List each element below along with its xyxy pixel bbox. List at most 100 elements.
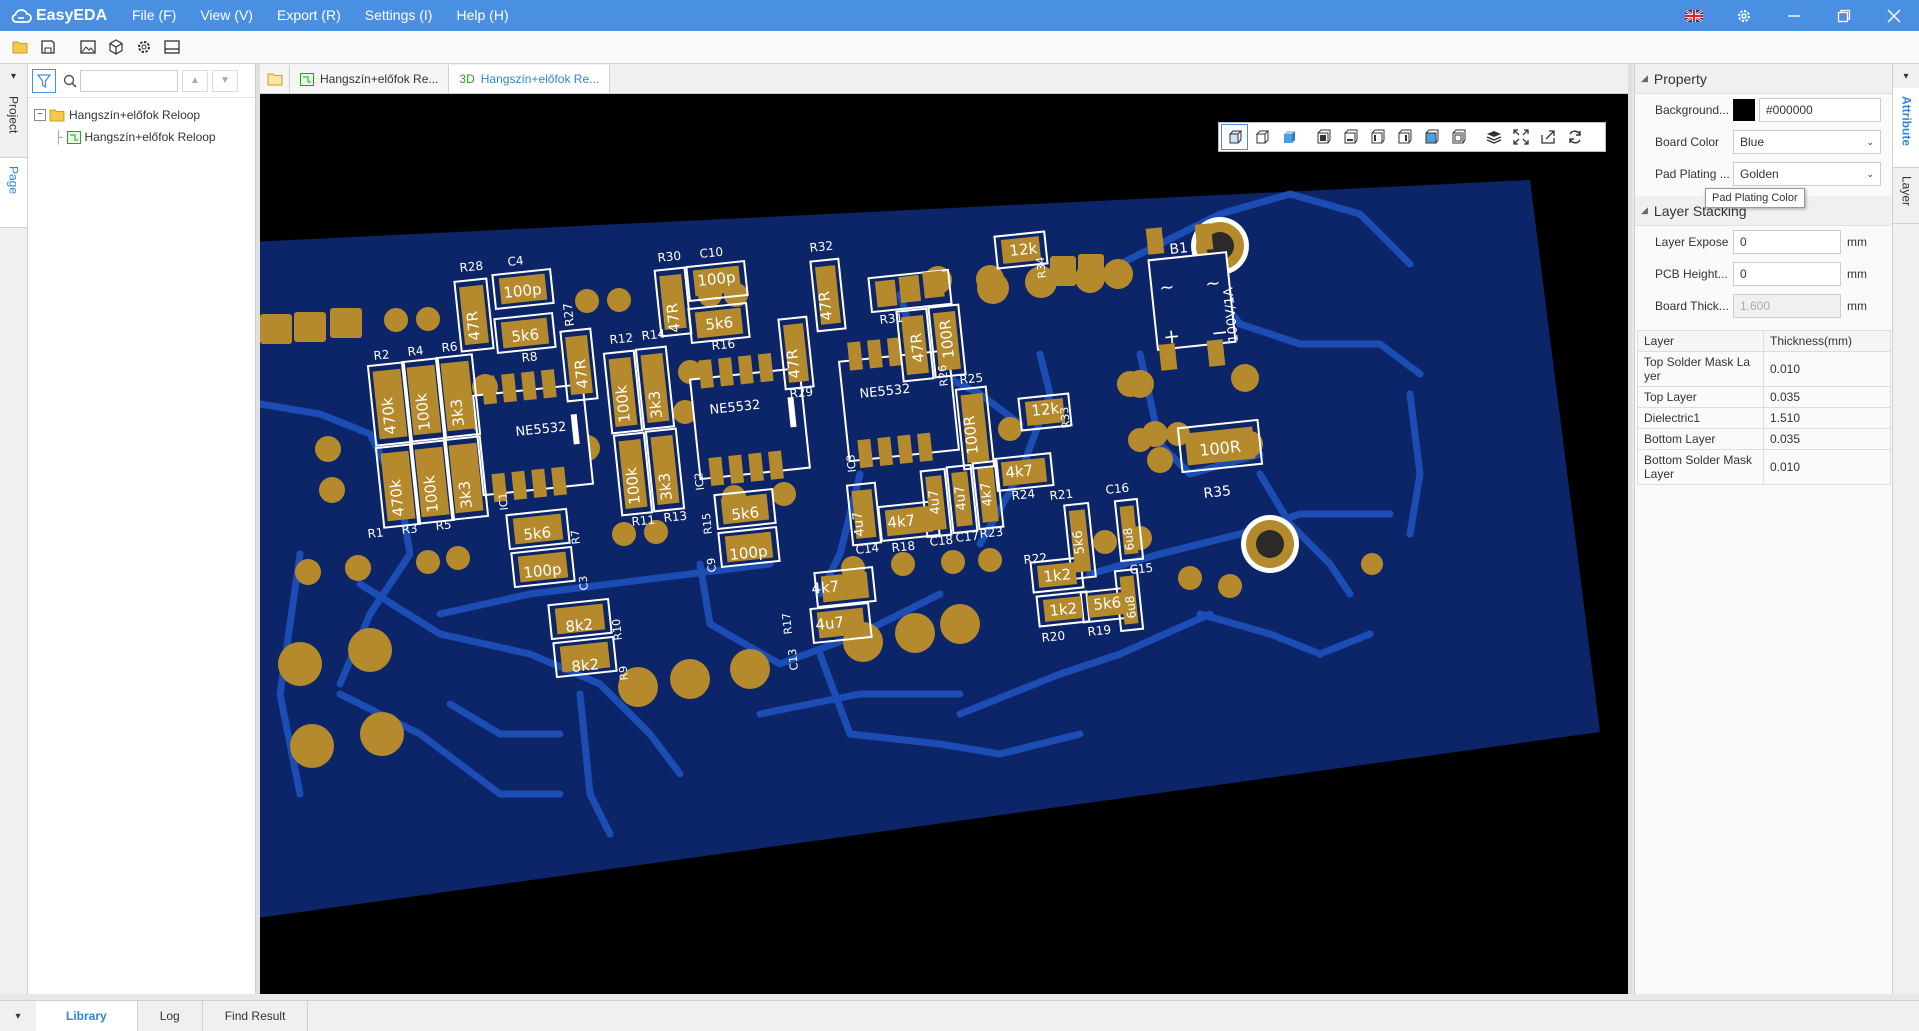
board-thick-input: 1.600 — [1733, 294, 1841, 318]
silk-label-v100r-b: 100R — [960, 415, 982, 456]
layer-expose-input[interactable]: 0 — [1733, 230, 1841, 254]
left-splitter[interactable] — [256, 64, 260, 994]
pcb-height-input[interactable]: 0 — [1733, 262, 1841, 286]
silk-label-r3: R3 — [401, 521, 418, 537]
gear-icon[interactable] — [1719, 0, 1769, 31]
fit-view-icon[interactable] — [1507, 124, 1534, 150]
tab-folder-icon[interactable] — [260, 65, 290, 93]
view-left-icon[interactable] — [1364, 124, 1391, 150]
silk-label-r6: R6 — [441, 339, 458, 355]
background-color-input[interactable]: #000000 — [1759, 98, 1881, 122]
refresh-icon[interactable] — [1561, 124, 1588, 150]
filter-icon[interactable] — [32, 68, 56, 93]
next-result-icon[interactable]: ▼ — [212, 69, 238, 92]
tree-child-item[interactable]: ├ Hangszín+előfok Reloop — [28, 126, 255, 148]
menu-help[interactable]: Help (H) — [456, 7, 509, 23]
page-search-input[interactable] — [80, 69, 178, 92]
export-image-icon[interactable] — [74, 34, 102, 60]
unit-label: mm — [1847, 235, 1867, 249]
tab-3d-view[interactable]: 3D Hangszín+előfok Re... — [449, 65, 611, 93]
layers-icon[interactable] — [1480, 124, 1507, 150]
close-icon[interactable] — [1869, 0, 1919, 31]
view-top-icon[interactable] — [1310, 124, 1337, 150]
silk-label-r9: R9 — [617, 665, 631, 681]
table-row: Top Layer 0.035 — [1637, 386, 1891, 408]
tab-pcb-document[interactable]: Hangszín+előfok Re... — [290, 65, 450, 93]
silk-label-v4u7-a: 4u7 — [815, 613, 845, 634]
pcb-3d-render[interactable]: R28C4R27R2R4R6R8470k100k3k3470k100k3k3R1… — [260, 94, 1628, 994]
background-color-swatch[interactable] — [1733, 99, 1755, 121]
property-section-header[interactable]: ◢ Property — [1635, 64, 1892, 94]
chevron-down-icon: ⌄ — [1866, 136, 1874, 147]
tab-library[interactable]: Library — [36, 1001, 138, 1031]
chevron-down-icon: ⌄ — [1866, 168, 1874, 179]
tree-root-item[interactable]: − Hangszín+előfok Reloop — [28, 104, 255, 126]
view-bottom-icon[interactable] — [1337, 124, 1364, 150]
silk-label-b1: B1 — [1169, 240, 1189, 258]
silk-label-v4u7-d: 4u7 — [952, 485, 970, 511]
property-panel: ◢ Property Background... #000000 Board C… — [1634, 64, 1892, 994]
tab-find-result[interactable]: Find Result — [203, 1001, 309, 1031]
silk-label-v1k2-a: 1k2 — [1043, 565, 1073, 586]
pad-plating-select[interactable]: Golden ⌄ — [1733, 162, 1881, 186]
unit-label: mm — [1847, 299, 1867, 313]
pin-icon[interactable]: ▾ — [10, 70, 17, 82]
silk-label-r22: R22 — [1023, 551, 1048, 567]
view-front-icon[interactable] — [1418, 124, 1445, 150]
layer-expose-label: Layer Expose — [1655, 235, 1729, 249]
silk-label-ic1: IC1 — [496, 492, 511, 511]
silk-label-v47r-a: 47R — [463, 310, 484, 341]
menu-view[interactable]: View (V) — [200, 7, 253, 23]
save-icon[interactable] — [34, 34, 62, 60]
expand-triangle-icon: ◢ — [1641, 73, 1648, 83]
collapse-icon[interactable]: − — [34, 109, 46, 121]
silk-label-tilde-a: ~ — [1158, 277, 1175, 299]
silk-label-v8k2-a: 8k2 — [565, 615, 595, 636]
left-vertical-tabs: ▾ Project Page — [0, 64, 28, 994]
menu-file[interactable]: File (F) — [132, 7, 177, 23]
page-search-bar: ▲ ▼ — [28, 64, 255, 98]
pin-icon[interactable]: ▾ — [1903, 70, 1909, 82]
silk-label-r8: R8 — [521, 349, 538, 365]
view-3d-wire-icon[interactable] — [1248, 124, 1275, 150]
restore-icon[interactable] — [1819, 0, 1869, 31]
board-color-select[interactable]: Blue ⌄ — [1733, 130, 1881, 154]
silk-label-v6u8-b: 6u8 — [1123, 595, 1139, 619]
menu-settings[interactable]: Settings (I) — [364, 7, 433, 23]
right-splitter[interactable] — [1628, 64, 1632, 994]
view-3d-solid-icon[interactable] — [1275, 124, 1302, 150]
silk-label-c15: C15 — [1129, 561, 1154, 577]
silk-label-c9: C9 — [705, 557, 719, 573]
tab-log[interactable]: Log — [138, 1001, 203, 1031]
board-color-value: Blue — [1740, 135, 1765, 149]
minimize-icon[interactable] — [1769, 0, 1819, 31]
view-back-icon[interactable] — [1445, 124, 1472, 150]
tab-page[interactable]: Page — [0, 158, 27, 228]
previous-result-icon[interactable]: ▲ — [182, 69, 208, 92]
silk-label-r31: R31 — [879, 311, 904, 327]
panel-toggle-icon[interactable] — [158, 34, 186, 60]
export-view-icon[interactable] — [1534, 124, 1561, 150]
tab-layer[interactable]: Layer — [1893, 168, 1919, 224]
pin-icon[interactable]: ▾ — [15, 1010, 21, 1022]
tree-child-label: Hangszín+előfok Reloop — [84, 130, 216, 144]
export-3d-model-icon[interactable] — [102, 34, 130, 60]
settings-icon[interactable] — [130, 34, 158, 60]
silk-label-v100p-d: 100p — [729, 542, 769, 564]
view-right-icon[interactable] — [1391, 124, 1418, 150]
language-flag-icon[interactable] — [1669, 0, 1719, 31]
layer-name: Dielectric1 — [1637, 407, 1764, 429]
layer-thickness-table: Layer Thickness(mm) Top Solder Mask La y… — [1637, 330, 1891, 485]
tab-project[interactable]: Project — [0, 88, 27, 158]
view-3d-default-icon[interactable] — [1221, 124, 1248, 150]
silk-label-r26: R26 — [936, 364, 951, 387]
background-label: Background... — [1655, 103, 1730, 117]
window-controls — [1669, 0, 1919, 31]
menu-export[interactable]: Export (R) — [276, 7, 341, 23]
tab-attribute[interactable]: Attribute — [1893, 88, 1919, 168]
open-folder-icon[interactable] — [6, 34, 34, 60]
pad-plating-row: Pad Plating ... Golden ⌄ — [1635, 158, 1892, 190]
silk-label-r1: R1 — [367, 525, 384, 541]
silk-label-v12k-a: 12k — [1009, 239, 1039, 260]
